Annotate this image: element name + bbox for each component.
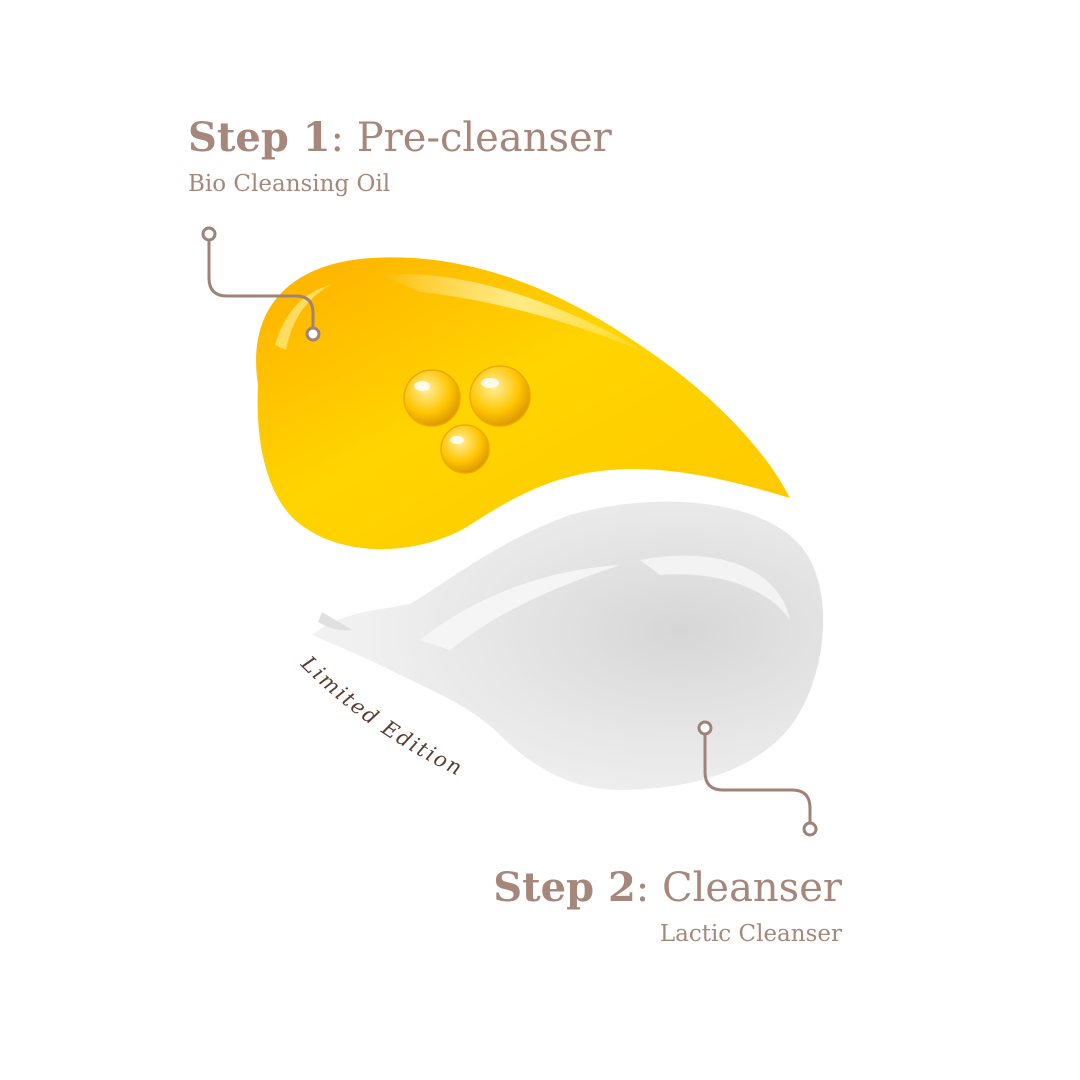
step2-separator: :	[635, 865, 650, 911]
step2-label: Step 2	[493, 864, 636, 911]
step1-label: Step 1	[188, 114, 331, 161]
step2-connector	[697, 720, 818, 837]
step1-connector	[201, 226, 321, 342]
step1-separator: :	[330, 115, 345, 161]
step2-product: Lactic Cleanser	[659, 921, 842, 947]
step2-title: Step 2: Cleanser	[493, 864, 842, 911]
cream-swatch	[312, 501, 824, 790]
step1-product: Bio Cleansing Oil	[188, 171, 391, 197]
step1-name: Pre-cleanser	[356, 115, 612, 161]
oil-bubbles	[403, 365, 531, 474]
step2-name: Cleanser	[662, 865, 842, 911]
step1-title: Step 1: Pre-cleanser	[188, 114, 612, 161]
